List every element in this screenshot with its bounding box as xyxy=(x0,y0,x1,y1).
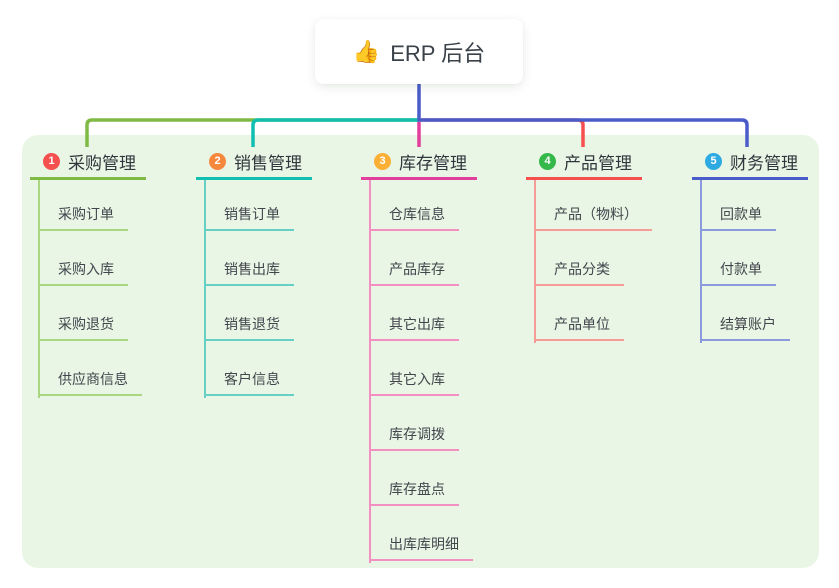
child-node-label: 出库库明细 xyxy=(369,534,473,561)
branch-title: 库存管理 xyxy=(399,153,467,173)
branch-column-sales: 2 销售管理 销售订单 销售出库 销售退货 客户信息 xyxy=(196,145,361,398)
child-node-label: 销售订单 xyxy=(204,204,294,231)
child-node[interactable]: 结算账户 xyxy=(700,286,839,341)
branch-title: 销售管理 xyxy=(234,153,302,173)
child-node-label: 客户信息 xyxy=(204,369,294,396)
badge-3-icon: 3 xyxy=(374,152,391,170)
branch-vertical-line xyxy=(700,180,702,343)
child-node[interactable]: 采购入库 xyxy=(38,231,195,286)
child-node[interactable]: 其它出库 xyxy=(369,286,526,341)
branch-column-inventory: 3 库存管理 仓库信息 产品库存 其它出库 其它入库 库存调拨 库存盘点 出库库… xyxy=(361,145,526,563)
child-node[interactable]: 客户信息 xyxy=(204,341,361,396)
badge-2-icon: 2 xyxy=(209,152,226,170)
branch-column-purchase: 1 采购管理 采购订单 采购入库 采购退货 供应商信息 xyxy=(30,145,195,398)
mindmap-canvas xyxy=(22,135,819,568)
badge-5-icon: 5 xyxy=(705,152,722,170)
badge-4-icon: 4 xyxy=(539,152,556,170)
branch-node-inventory[interactable]: 3 库存管理 xyxy=(361,145,477,180)
child-node[interactable]: 库存调拨 xyxy=(369,396,526,451)
child-node-label: 付款单 xyxy=(700,259,776,286)
branch-vertical-line xyxy=(369,180,371,563)
branch-children: 仓库信息 产品库存 其它出库 其它入库 库存调拨 库存盘点 出库库明细 xyxy=(369,180,526,563)
branch-node-purchase[interactable]: 1 采购管理 xyxy=(30,145,146,180)
child-node-label: 供应商信息 xyxy=(38,369,142,396)
branch-vertical-line xyxy=(534,180,536,343)
branch-node-finance[interactable]: 5 财务管理 xyxy=(692,145,808,180)
branch-vertical-line xyxy=(204,180,206,398)
child-node-label: 销售出库 xyxy=(204,259,294,286)
child-node-label: 其它入库 xyxy=(369,369,459,396)
child-node-label: 回款单 xyxy=(700,204,776,231)
branch-children: 采购订单 采购入库 采购退货 供应商信息 xyxy=(38,180,195,398)
root-node-erp[interactable]: 👍 ERP 后台 xyxy=(315,19,523,84)
branch-children: 回款单 付款单 结算账户 xyxy=(700,180,839,343)
child-node[interactable]: 销售订单 xyxy=(204,180,361,231)
child-node[interactable]: 采购退货 xyxy=(38,286,195,341)
child-node-label: 采购订单 xyxy=(38,204,128,231)
child-node[interactable]: 库存盘点 xyxy=(369,451,526,506)
branch-column-finance: 5 财务管理 回款单 付款单 结算账户 xyxy=(692,145,839,343)
branch-column-product: 4 产品管理 产品（物料） 产品分类 产品单位 xyxy=(526,145,691,343)
child-node[interactable]: 采购订单 xyxy=(38,180,195,231)
child-node-label: 结算账户 xyxy=(700,314,790,341)
child-node[interactable]: 销售出库 xyxy=(204,231,361,286)
branch-title: 采购管理 xyxy=(68,153,136,173)
child-node-label: 库存盘点 xyxy=(369,479,459,506)
branch-node-sales[interactable]: 2 销售管理 xyxy=(196,145,312,180)
child-node-label: 库存调拨 xyxy=(369,424,459,451)
child-node[interactable]: 付款单 xyxy=(700,231,839,286)
branch-children: 产品（物料） 产品分类 产品单位 xyxy=(534,180,691,343)
child-node-label: 产品库存 xyxy=(369,259,459,286)
child-node[interactable]: 销售退货 xyxy=(204,286,361,341)
child-node[interactable]: 其它入库 xyxy=(369,341,526,396)
child-node[interactable]: 产品分类 xyxy=(534,231,691,286)
branch-node-product[interactable]: 4 产品管理 xyxy=(526,145,642,180)
child-node[interactable]: 供应商信息 xyxy=(38,341,195,396)
branch-vertical-line xyxy=(38,180,40,398)
child-node[interactable]: 产品库存 xyxy=(369,231,526,286)
child-node[interactable]: 回款单 xyxy=(700,180,839,231)
child-node[interactable]: 产品（物料） xyxy=(534,180,691,231)
branch-title: 财务管理 xyxy=(730,153,798,173)
branch-title: 产品管理 xyxy=(564,153,632,173)
child-node[interactable]: 产品单位 xyxy=(534,286,691,341)
child-node[interactable]: 仓库信息 xyxy=(369,180,526,231)
child-node-label: 产品分类 xyxy=(534,259,624,286)
child-node-label: 仓库信息 xyxy=(369,204,459,231)
child-node-label: 销售退货 xyxy=(204,314,294,341)
child-node-label: 采购退货 xyxy=(38,314,128,341)
child-node-label: 产品单位 xyxy=(534,314,624,341)
branch-children: 销售订单 销售出库 销售退货 客户信息 xyxy=(204,180,361,398)
child-node-label: 采购入库 xyxy=(38,259,128,286)
thumbs-up-icon: 👍 xyxy=(352,38,381,64)
child-node-label: 产品（物料） xyxy=(534,204,652,231)
root-node-title: ERP 后台 xyxy=(390,40,486,66)
child-node-label: 其它出库 xyxy=(369,314,459,341)
badge-1-icon: 1 xyxy=(43,152,60,170)
child-node[interactable]: 出库库明细 xyxy=(369,506,526,561)
